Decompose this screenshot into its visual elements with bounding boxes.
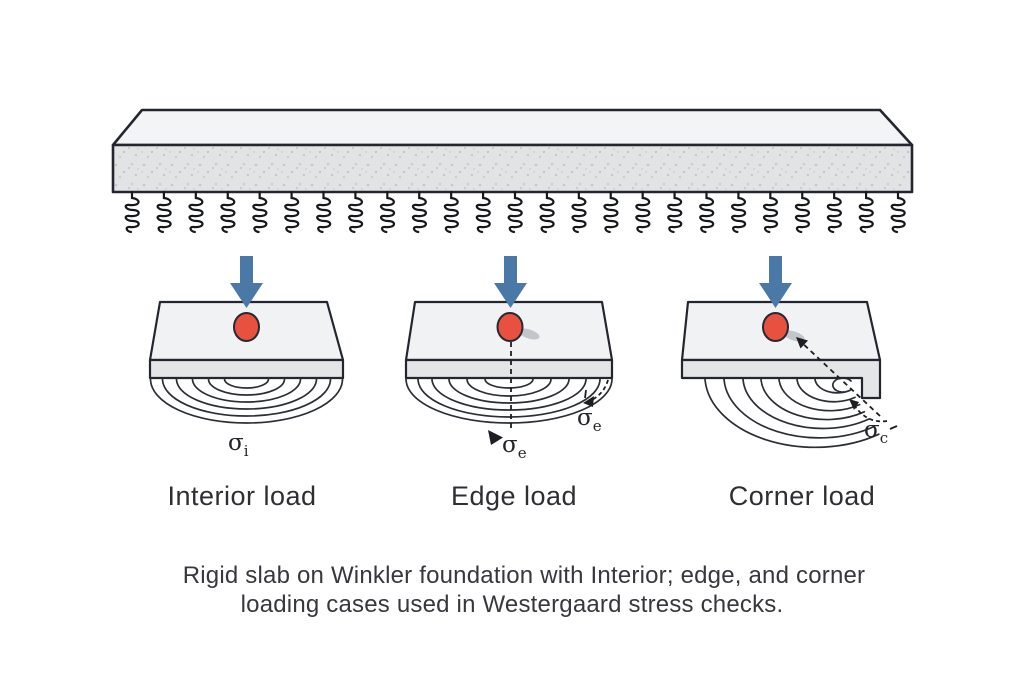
down-arrow-icon: [230, 256, 263, 308]
foundation-spring-icon: [794, 190, 811, 234]
foundation-spring-icon: [411, 190, 428, 234]
small-arrowhead-icon: [583, 396, 594, 407]
foundation-spring-icon: [316, 190, 332, 234]
small-arrowhead-icon: [796, 337, 808, 349]
foundation-spring-icon: [284, 190, 300, 234]
foundation-spring-icon: [699, 190, 715, 234]
slab-front-face-with-corner-step: [680, 358, 882, 400]
stress-label-interior: σi: [228, 430, 249, 460]
case-label-corner: Corner load: [729, 481, 876, 511]
slab-front-face: [148, 358, 345, 380]
foundation-spring-icon: [379, 190, 396, 234]
stress-contours: [405, 378, 613, 424]
foundation-spring-icon: [220, 190, 236, 234]
foundation-spring-icon: [826, 190, 842, 234]
stress-label-edge-bottom: σe: [502, 432, 527, 462]
corner-load-case: σc: [680, 256, 898, 449]
foundation-spring-icon: [443, 190, 459, 234]
stress-label-edge-right: σe: [577, 405, 602, 435]
foundation-spring-icon: [667, 190, 683, 234]
interior-load-case: σi: [148, 256, 345, 460]
foundation-spring-icon: [507, 190, 523, 234]
load-point: [496, 312, 524, 342]
down-arrow-icon: [494, 256, 527, 308]
stress-contours: [704, 377, 880, 449]
load-point: [762, 312, 789, 342]
small-arrowhead-icon: [849, 399, 859, 410]
foundation-spring-icon: [858, 190, 874, 234]
case-label-interior: Interior load: [167, 481, 316, 511]
foundation-spring-icon: [188, 190, 204, 234]
case-label-edge: Edge load: [451, 481, 577, 511]
foundation-spring-icon: [348, 190, 364, 234]
caption-line-1: Rigid slab on Winkler foundation with In…: [183, 562, 866, 589]
winkler-slab: [111, 108, 914, 234]
slab-front-face: [404, 358, 614, 380]
foundation-spring-icon: [603, 190, 619, 234]
winkler-slab-top-face: [111, 108, 914, 147]
foundation-spring-icon: [635, 190, 651, 234]
down-arrow-icon: [759, 256, 792, 308]
foundation-spring-icon: [762, 190, 779, 234]
edge-load-case: σe σe: [404, 256, 614, 462]
foundation-spring-icon: [890, 190, 906, 234]
foundation-spring-icon: [571, 190, 587, 234]
foundation-springs: [124, 190, 906, 234]
caption-line-2: loading cases used in Westergaard stress…: [241, 591, 784, 618]
edge-leader-dashed-arrow: [583, 379, 609, 407]
foundation-spring-icon: [156, 190, 172, 234]
foundation-spring-icon: [124, 190, 140, 234]
small-arrowhead-icon: [488, 430, 503, 445]
stress-contours: [149, 378, 344, 424]
load-point: [233, 312, 260, 342]
foundation-spring-icon: [539, 190, 555, 234]
foundation-spring-icon: [475, 190, 491, 234]
corner-leader-dashed-arrow: [796, 337, 898, 430]
winkler-slab-front-face: [111, 143, 914, 194]
foundation-spring-icon: [731, 190, 747, 234]
foundation-spring-icon: [252, 190, 268, 234]
stress-label-corner: σc: [864, 417, 888, 447]
load-point-shadow: [518, 328, 540, 340]
